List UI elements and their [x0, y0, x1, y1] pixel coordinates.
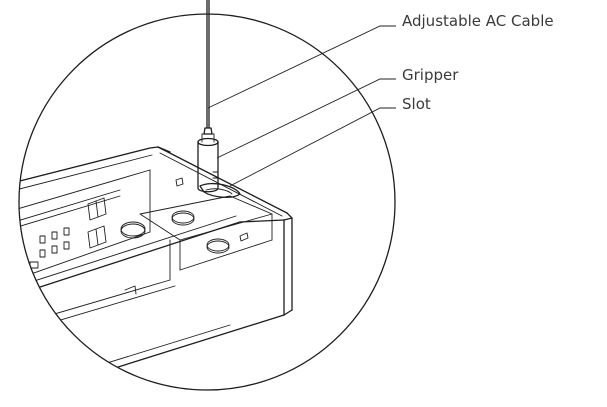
slot — [199, 182, 241, 198]
side-wall-perforations — [19, 189, 121, 269]
fixture-housing — [19, 146, 293, 390]
slot-label: Slot — [402, 95, 431, 113]
gripper-label: Gripper — [402, 66, 459, 84]
callout-leaders — [207, 25, 396, 187]
cable-leader — [207, 25, 396, 109]
gripper-leader — [216, 78, 396, 159]
gripper — [197, 127, 219, 193]
wire-clips — [87, 197, 107, 249]
adjustable-ac-cable — [206, 0, 210, 129]
slot-leader — [229, 107, 396, 187]
cable-label: Adjustable AC Cable — [402, 12, 554, 30]
